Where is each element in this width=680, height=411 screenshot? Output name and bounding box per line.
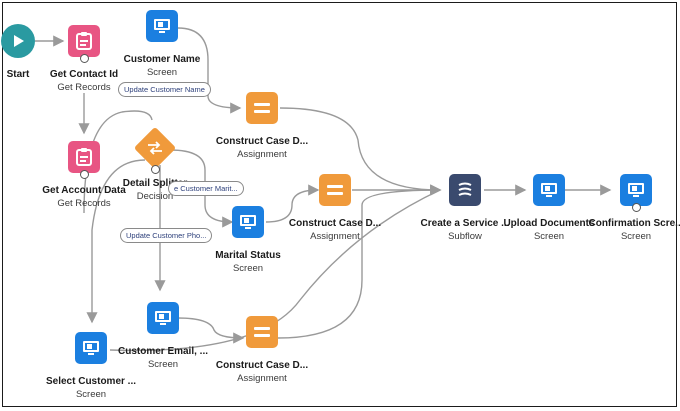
node-label: Start	[6, 69, 30, 80]
screen-icon	[154, 19, 170, 33]
node-label: Detail Splitter	[122, 178, 188, 189]
node-type-label: Screen	[620, 231, 652, 242]
connector-splitter-to-select	[86, 159, 146, 324]
node-label: Get Account Data	[42, 185, 126, 196]
select-customer-element[interactable]	[75, 332, 107, 364]
get-contact-element[interactable]	[68, 25, 100, 57]
node-label: Marital Status	[215, 250, 281, 261]
node-type-label: Subflow	[448, 231, 482, 242]
assignment-icon	[254, 327, 270, 337]
upload-documents-element[interactable]	[533, 174, 565, 206]
subflow-icon	[458, 182, 472, 196]
node-label: Customer Name	[123, 54, 201, 65]
assignment-icon	[327, 185, 343, 195]
node-label: Construct Case D...	[288, 218, 382, 229]
flow-canvas	[2, 2, 677, 407]
create-service-element[interactable]	[449, 174, 481, 206]
outcome-label-update-marital[interactable]: e Customer Marit...	[168, 181, 244, 196]
assignment-icon	[254, 103, 270, 113]
connector-handle[interactable]	[80, 54, 89, 63]
node-label: Customer Email, ...	[117, 346, 209, 357]
construct-1-element[interactable]	[246, 92, 278, 124]
customer-email-element[interactable]	[147, 302, 179, 334]
screen-icon	[83, 341, 99, 355]
screen-icon	[628, 183, 644, 197]
connector-construct1-to-subflow	[279, 107, 442, 196]
node-type-label: Assignment	[237, 373, 287, 384]
screen-icon	[240, 215, 256, 229]
detail-splitter-element[interactable]	[133, 126, 177, 170]
node-type-label: Get Records	[57, 82, 111, 93]
node-type-label: Assignment	[310, 231, 360, 242]
outcome-label-update-phone[interactable]: Update Customer Pho...	[120, 228, 213, 243]
node-label: Construct Case D...	[215, 136, 309, 147]
play-icon	[14, 35, 24, 47]
get-records-icon	[76, 148, 92, 166]
outcome-label-update-name[interactable]: Update Customer Name	[118, 82, 211, 97]
get-account-element[interactable]	[68, 141, 100, 173]
construct-3-element[interactable]	[246, 316, 278, 348]
customer-name-element[interactable]	[146, 10, 178, 42]
connector-handle[interactable]	[632, 203, 641, 212]
decision-icon	[148, 141, 162, 155]
connector-email-to-construct3	[177, 317, 245, 344]
screen-icon	[155, 311, 171, 325]
confirmation-element[interactable]	[620, 174, 652, 206]
start-element[interactable]	[1, 24, 35, 58]
node-label: Upload Documents	[503, 218, 595, 229]
connector-handle[interactable]	[151, 165, 160, 174]
node-label: Create a Service ...	[420, 218, 510, 229]
node-label: Confirmation Scre...	[588, 218, 680, 229]
construct-2-element[interactable]	[319, 174, 351, 206]
connector-name-to-construct1	[177, 27, 242, 114]
node-type-label: Screen	[146, 67, 178, 78]
marital-status-element[interactable]	[232, 206, 264, 238]
node-label: Select Customer ...	[45, 376, 137, 387]
connector-marital-to-construct2	[265, 184, 320, 223]
screen-icon	[541, 183, 557, 197]
connector-construct3-to-subflow	[277, 184, 442, 339]
node-type-label: Screen	[533, 231, 565, 242]
connector-handle[interactable]	[80, 170, 89, 179]
node-type-label: Assignment	[237, 149, 287, 160]
node-type-label: Screen	[232, 263, 264, 274]
node-label: Get Contact Id	[49, 69, 119, 80]
node-label: Construct Case D...	[215, 360, 309, 371]
node-type-label: Screen	[75, 389, 107, 400]
node-type-label: Decision	[136, 191, 174, 202]
get-records-icon	[76, 32, 92, 50]
node-type-label: Get Records	[57, 198, 111, 209]
connector-select-to-subflow	[109, 189, 441, 352]
node-type-label: Screen	[147, 359, 179, 370]
